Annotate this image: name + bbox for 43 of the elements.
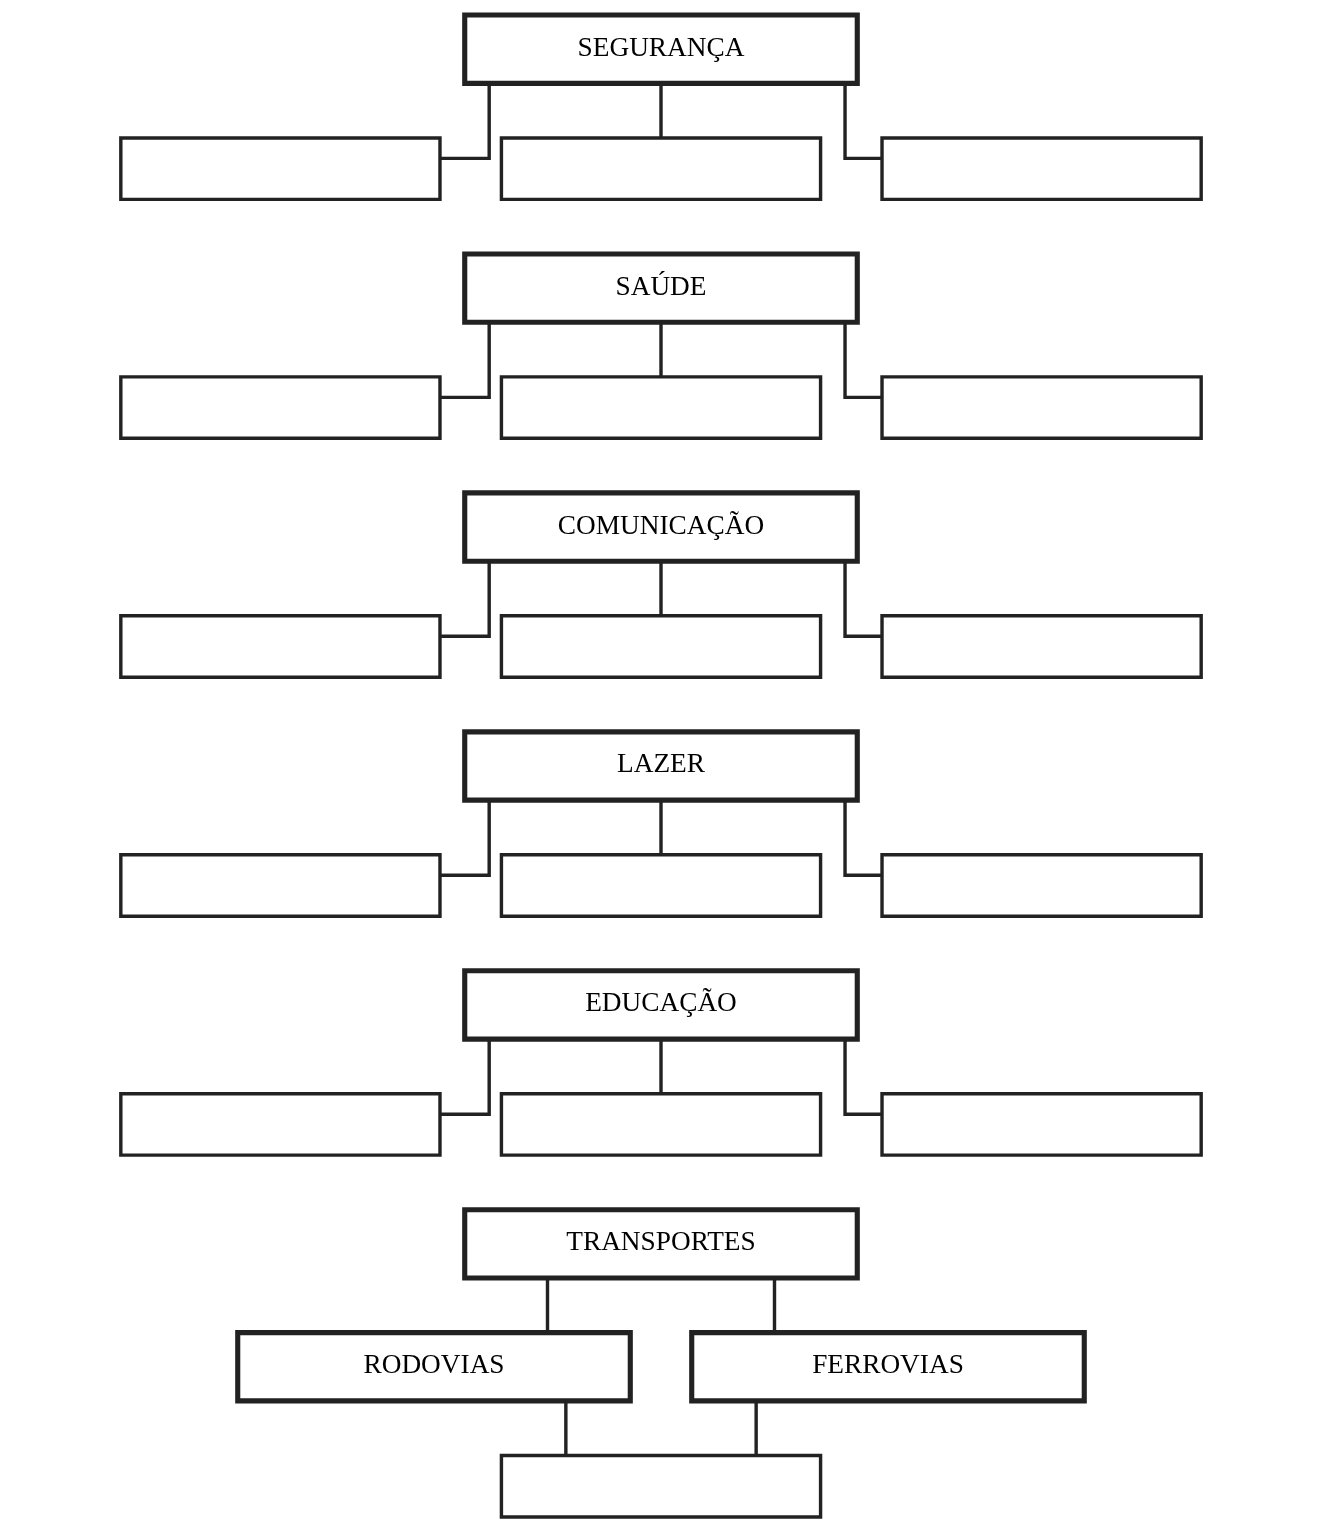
- node-box: FERROVIAS: [689, 1330, 1087, 1404]
- node-box: [880, 136, 1203, 202]
- connector: [659, 800, 663, 855]
- node-box: [499, 853, 823, 918]
- connector: [659, 83, 663, 138]
- connector: [843, 800, 882, 877]
- node-box: TRANSPORTES: [462, 1207, 860, 1281]
- node-box: [119, 1092, 442, 1157]
- connector: [440, 561, 491, 638]
- node-box: [119, 853, 442, 918]
- node-box: [880, 375, 1203, 440]
- connector: [659, 561, 663, 616]
- connector: [564, 1401, 568, 1456]
- connector: [843, 322, 882, 400]
- connector: [754, 1401, 758, 1456]
- node-box: [499, 1453, 823, 1519]
- connector: [440, 83, 491, 161]
- node-box: [119, 614, 442, 679]
- node-box: [499, 1092, 823, 1157]
- node-box: [880, 1092, 1203, 1157]
- connector: [659, 1039, 663, 1094]
- node-box: [880, 614, 1203, 679]
- connector: [545, 1278, 550, 1333]
- node-box: LAZER: [462, 729, 860, 803]
- node-box: [119, 136, 442, 202]
- connector: [843, 561, 882, 638]
- node-box: [499, 375, 823, 440]
- connector: [440, 322, 491, 400]
- node-box: COMUNICAÇÃO: [462, 490, 860, 564]
- connector: [659, 322, 663, 377]
- node-box: SEGURANÇA: [462, 12, 860, 86]
- connector: [440, 1039, 491, 1116]
- node-box: RODOVIAS: [235, 1330, 633, 1404]
- connector: [843, 83, 882, 161]
- connector: [772, 1278, 777, 1333]
- node-box: SAÚDE: [462, 251, 860, 325]
- node-box: [119, 375, 442, 440]
- connector: [440, 800, 491, 877]
- node-box: EDUCAÇÃO: [462, 968, 860, 1042]
- connector: [843, 1039, 882, 1116]
- node-box: [880, 853, 1203, 918]
- node-box: [499, 136, 823, 202]
- node-box: [499, 614, 823, 679]
